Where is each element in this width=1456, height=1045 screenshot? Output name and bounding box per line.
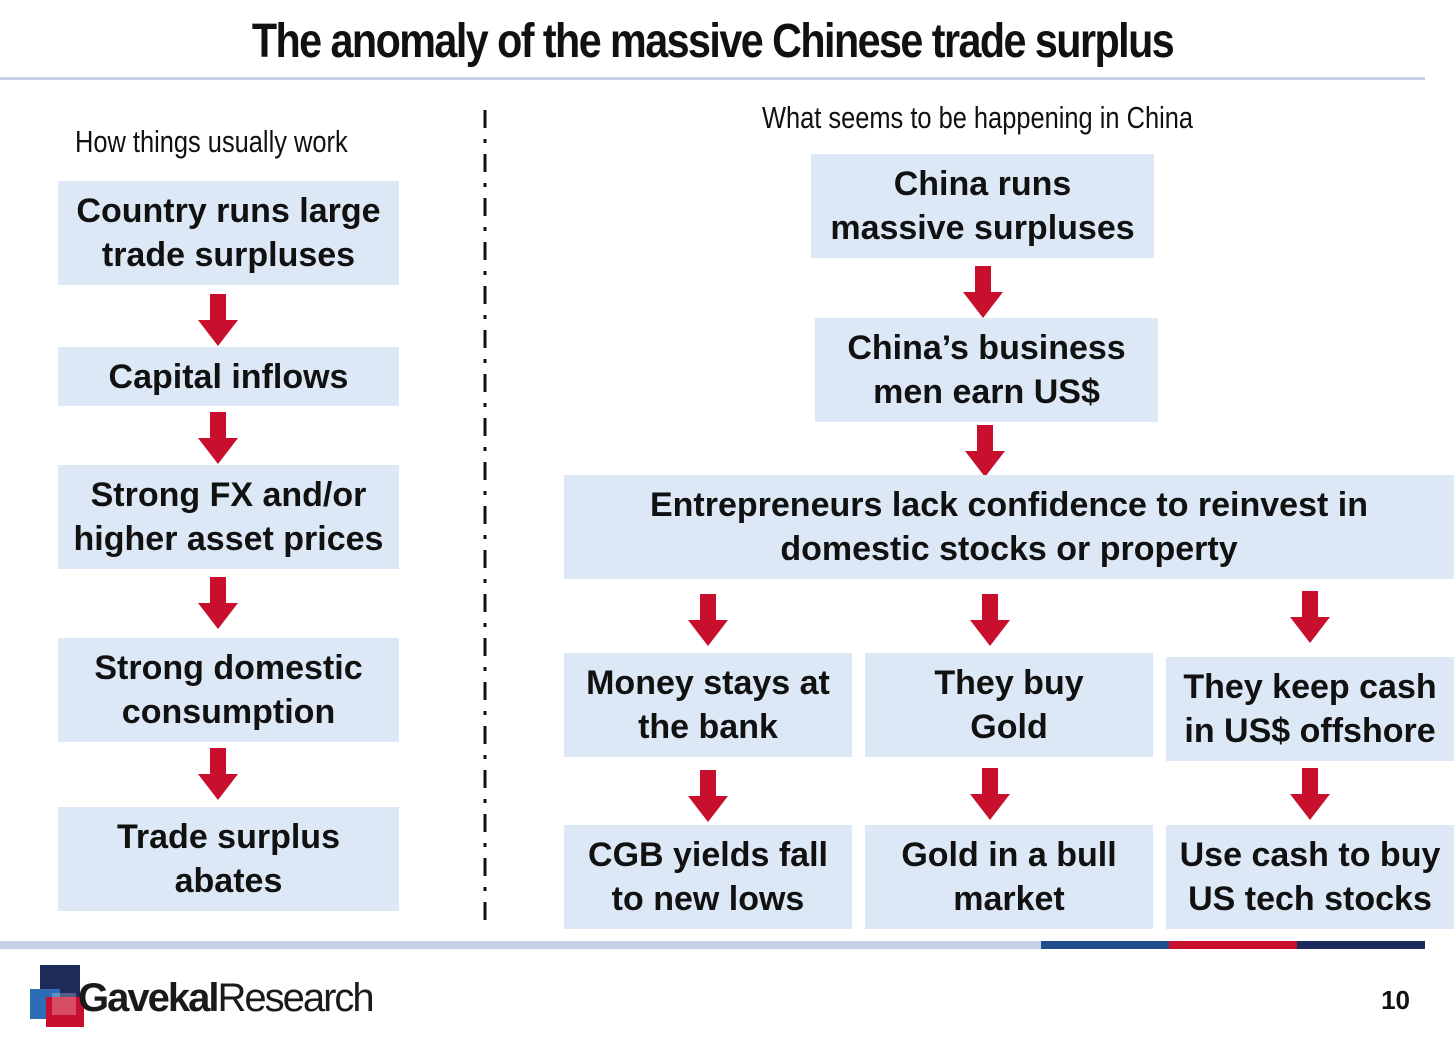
right-step-businessmen-earn: China’s business men earn US$ [815,318,1158,422]
box-line: Gold in a bull [901,836,1117,874]
brand-regular: Research [217,976,374,1020]
down-arrow-icon [688,770,728,822]
down-arrow-icon [965,425,1005,477]
down-arrow-icon [198,294,238,346]
down-arrow-icon [198,577,238,629]
box-line: Country runs large [76,192,381,230]
down-arrow-icon [1290,768,1330,820]
slide-title: The anomaly of the massive Chinese trade… [251,15,1175,68]
left-step-domestic-consumption: Strong domestic consumption [58,638,399,742]
box-line: massive surpluses [830,209,1135,247]
down-arrow-icon [963,266,1003,318]
box-line: They buy [934,664,1084,702]
box-line: consumption [121,693,336,731]
left-step-strong-fx: Strong FX and/or higher asset prices [58,465,399,569]
box-line: Capital inflows [108,357,349,396]
box-line: China runs [893,165,1072,203]
gavekal-logo-icon [30,965,84,1027]
box-line: to new lows [611,880,805,918]
footer-divider [0,941,1425,949]
box-line: Use cash to buy [1179,836,1441,874]
down-arrow-icon [198,748,238,800]
left-step-capital-inflows: Capital inflows [58,347,399,406]
box-line: Money stays at [586,664,830,702]
box-line: domestic stocks or property [780,530,1238,568]
box-line: the bank [638,708,778,746]
left-step-surplus-abates: Trade surplus abates [58,807,399,911]
down-arrow-icon [198,412,238,464]
box-line: Entrepreneurs lack confidence to reinves… [649,486,1368,524]
box-line: men earn US$ [873,373,1100,411]
brand-bold: Gavekal [78,976,219,1020]
down-arrow-icon [970,594,1010,646]
box-line: They keep cash [1183,668,1437,706]
page-number: 10 [1381,985,1410,1015]
box-line: higher asset prices [73,520,384,558]
branch-cgb-yields-box: CGB yields fall to new lows [564,825,852,929]
branch-bank-box: Money stays at the bank [564,653,852,757]
box-line: abates [174,862,283,900]
right-heading: What seems to be happening in China [762,100,1193,135]
right-step-china-surpluses: China runs massive surpluses [811,154,1154,258]
branch-tech-stocks-box: Use cash to buy US tech stocks [1166,825,1454,929]
left-step-surpluses: Country runs large trade surpluses [58,181,399,285]
footer-segment-red [1169,941,1297,949]
footer-segment-blue [1041,941,1169,949]
box-line: Strong FX and/or [90,476,367,514]
footer-segment-navy [1297,941,1425,949]
box-line: US tech stocks [1188,880,1432,918]
brand-name: GavekalResearch [78,976,375,1021]
down-arrow-icon [970,768,1010,820]
box-line: China’s business [847,329,1126,367]
branch-offshore-box: They keep cash in US$ offshore [1166,657,1454,761]
down-arrow-icon [688,594,728,646]
right-step-lack-confidence: Entrepreneurs lack confidence to reinves… [564,475,1454,579]
down-arrow-icon [1290,591,1330,643]
box-line: trade surpluses [101,236,356,274]
column-divider [483,110,487,920]
box-line: Strong domestic [94,649,363,687]
box-line: in US$ offshore [1184,712,1436,750]
box-line: Trade surplus [117,818,340,856]
branch-gold-bull-box: Gold in a bull market [865,825,1153,929]
box-line: CGB yields fall [588,836,828,874]
box-line: market [953,880,1065,918]
title-divider [0,77,1425,80]
box-line: Gold [970,708,1048,746]
left-heading: How things usually work [75,124,348,159]
